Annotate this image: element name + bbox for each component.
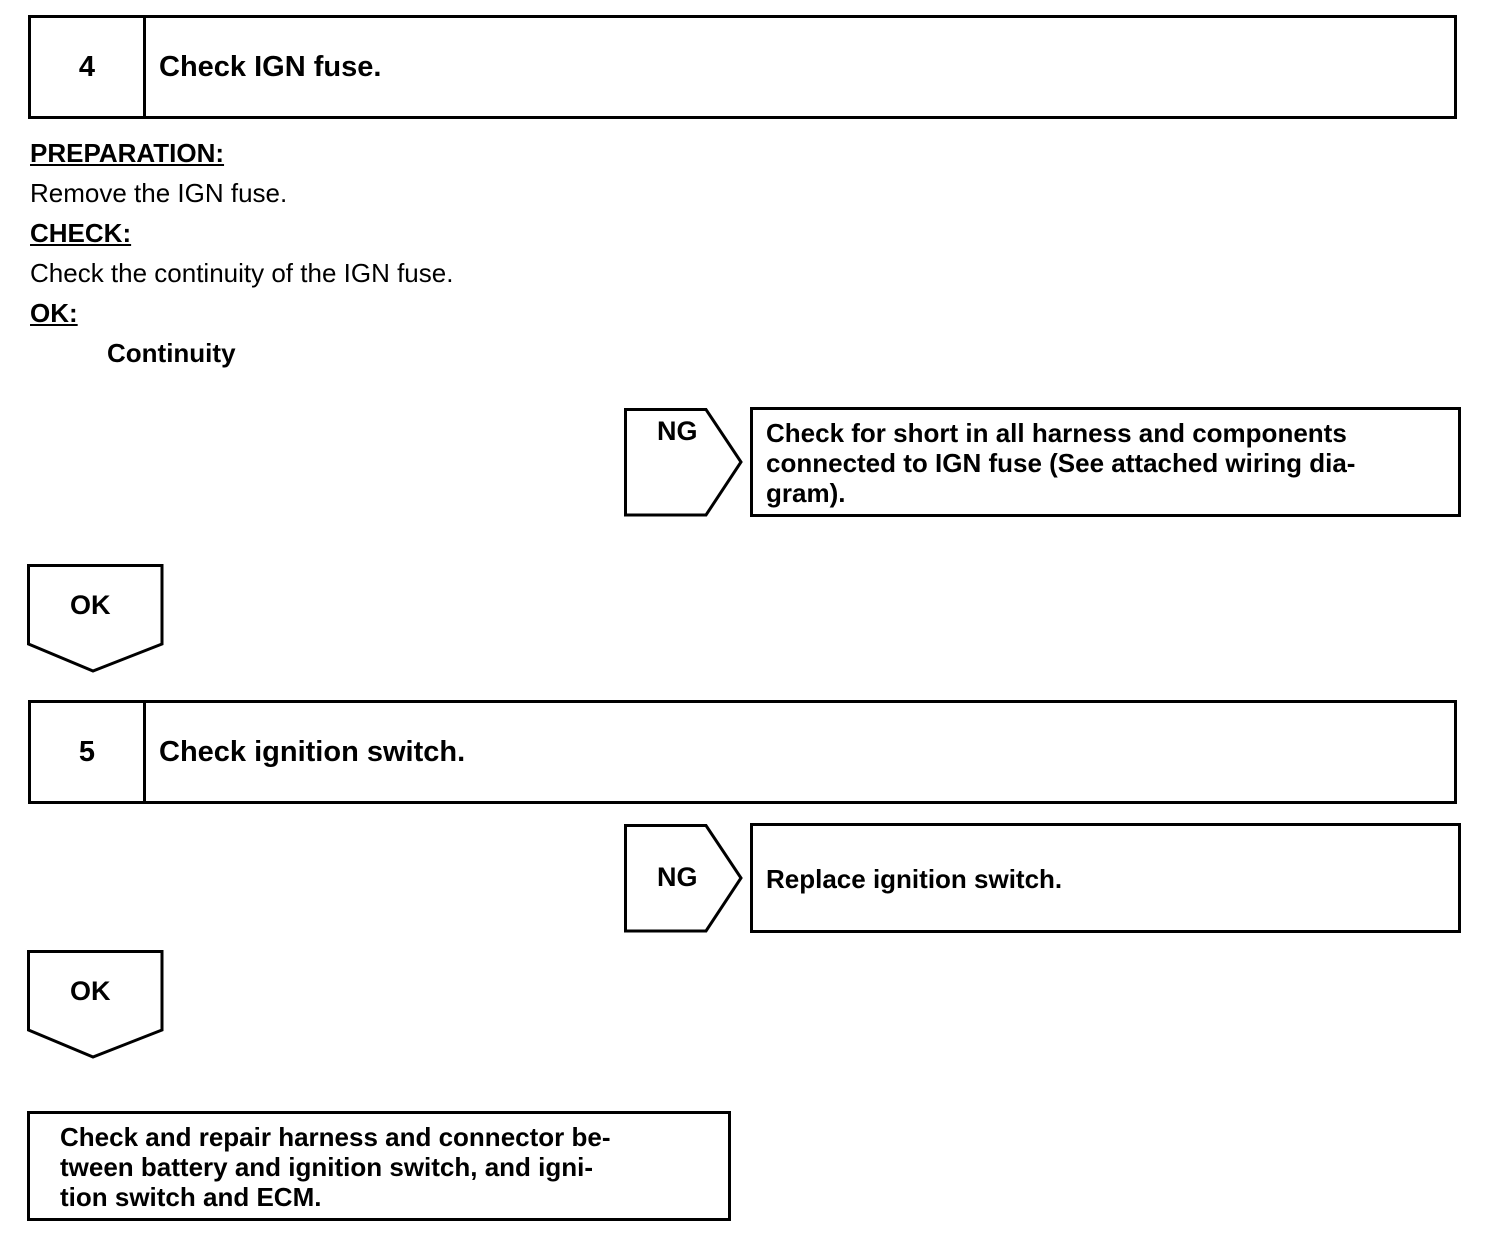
step-5-header: 5 Check ignition switch.	[28, 700, 1457, 804]
ok-label-step-4: OK	[70, 590, 111, 620]
ng-arrow-step-4	[624, 408, 743, 517]
ng-action-step-5: Replace ignition switch.	[766, 864, 1063, 894]
ng-action-line-1: Check for short in all harness and compo…	[766, 418, 1347, 448]
final-action-line-2: tween battery and ignition switch, and i…	[60, 1152, 594, 1182]
ok-arrow-step-5	[27, 950, 164, 1059]
step-4-title: Check IGN fuse.	[159, 50, 382, 83]
ok-label-step-5: OK	[70, 976, 111, 1006]
ng-action-line-2: connected to IGN fuse (See attached wiri…	[766, 448, 1356, 478]
check-text: Check the continuity of the IGN fuse.	[30, 258, 454, 288]
step-4-number: 4	[31, 18, 146, 116]
step-5-title: Check ignition switch.	[159, 735, 466, 768]
step-4-header: 4 Check IGN fuse.	[28, 15, 1457, 119]
preparation-text: Remove the IGN fuse.	[30, 178, 288, 208]
ok-value: Continuity	[107, 338, 236, 368]
step-5-number: 5	[31, 703, 146, 801]
ok-arrow-step-4	[27, 564, 164, 673]
ng-arrow-step-5	[624, 824, 743, 933]
final-action-line-3: tion switch and ECM.	[60, 1182, 322, 1212]
preparation-label: PREPARATION:	[30, 138, 225, 168]
check-label: CHECK:	[30, 218, 132, 248]
ng-action-line-3: gram).	[766, 478, 846, 508]
final-action-line-1: Check and repair harness and connector b…	[60, 1122, 611, 1152]
final-action-box: Check and repair harness and connector b…	[27, 1111, 731, 1221]
ng-action-box-step-4: Check for short in all harness and compo…	[750, 407, 1461, 517]
ng-label-step-4: NG	[657, 416, 698, 446]
ng-label-step-5: NG	[657, 862, 698, 892]
ng-action-box-step-5: Replace ignition switch.	[750, 823, 1461, 933]
ok-label: OK:	[30, 298, 78, 328]
